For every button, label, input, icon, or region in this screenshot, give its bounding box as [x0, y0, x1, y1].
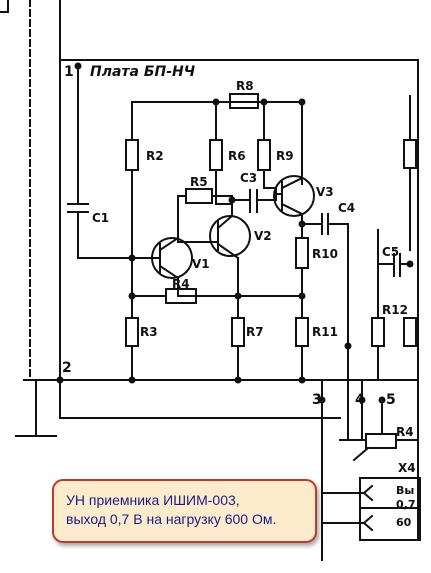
label-r2: R2 — [146, 149, 164, 163]
label-r12: R12 — [382, 303, 408, 317]
connector-text-1: Вы — [396, 484, 414, 497]
connector-text-2: 0,7 — [396, 498, 416, 511]
label-c3: C3 — [240, 171, 257, 185]
caption-line-2: выход 0,7 В на нагрузку 600 Ом. — [66, 511, 277, 527]
board-label: Плата БП-НЧ — [90, 64, 196, 80]
label-r9: R9 — [276, 149, 294, 163]
pin-label-1: 1 — [64, 64, 74, 80]
label-x4: X4 — [398, 461, 416, 475]
label-r5: R5 — [190, 175, 208, 189]
pin-label-4: 4 — [355, 392, 365, 408]
pin-label-5: 5 — [386, 392, 396, 408]
label-r4: R4 — [172, 277, 190, 291]
label-r6: R6 — [228, 149, 246, 163]
connector-text-3: 60 — [396, 516, 412, 529]
label-r11: R11 — [312, 325, 338, 339]
pin-label-2: 2 — [62, 360, 72, 376]
label-r4-ext: R4 — [396, 425, 414, 439]
label-v3: V3 — [316, 185, 334, 199]
label-c5: C5 — [382, 245, 399, 259]
label-r3: R3 — [140, 325, 158, 339]
caption-line-1: УН приемника ИШИМ-003, — [66, 492, 240, 508]
label-r8: R8 — [236, 79, 254, 93]
label-r10: R10 — [312, 247, 338, 261]
label-r7: R7 — [246, 325, 264, 339]
caption-note: УН приемника ИШИМ-003, выход 0,7 В на на… — [52, 479, 317, 543]
pin-label-3: 3 — [312, 392, 322, 408]
label-v2: V2 — [254, 229, 272, 243]
label-c1: C1 — [92, 211, 109, 225]
label-v1: V1 — [192, 257, 210, 271]
label-c4: C4 — [338, 201, 355, 215]
